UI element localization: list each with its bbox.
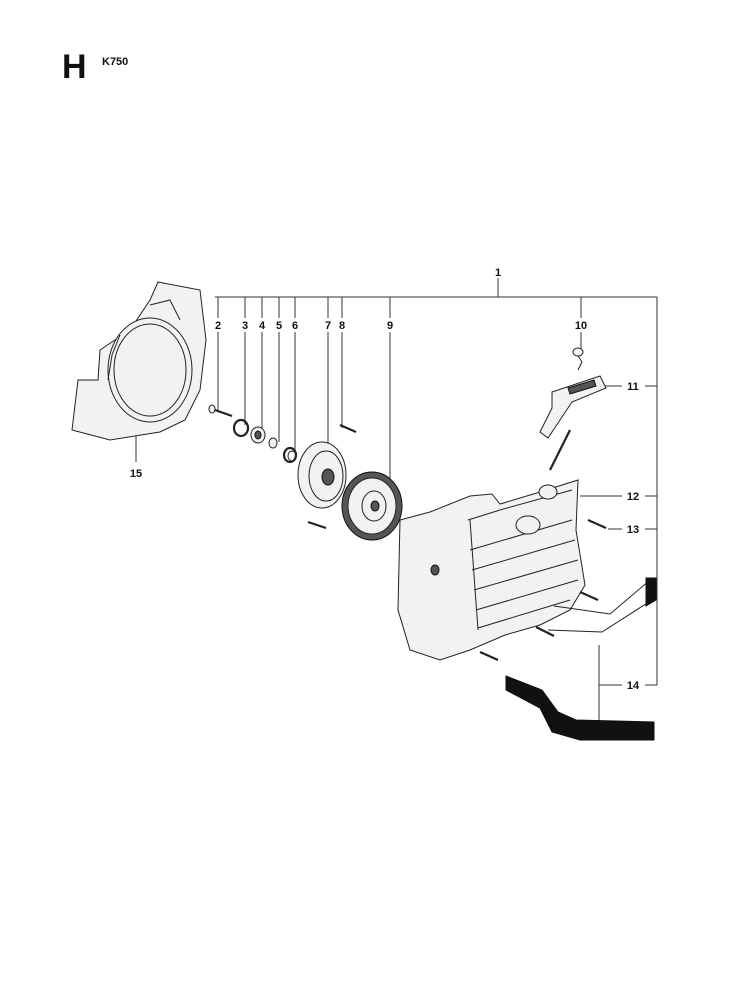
callout-7: 7 [325,320,331,332]
callout-14: 14 [627,680,640,692]
callout-9: 9 [387,320,393,332]
callout-6: 6 [292,320,298,332]
callout-4: 4 [259,320,266,332]
nut-part-5 [268,437,278,449]
starter-cover-part-12 [397,479,586,661]
callout-11: 11 [627,381,639,393]
callout-10: 10 [575,320,587,332]
fan-housing-cover [71,281,207,441]
model-name: K750 [102,56,129,68]
bushing-part-4 [250,426,266,444]
washer-part-3 [232,418,250,438]
callout-labels: 1 2 3 4 5 6 7 8 9 10 11 12 13 14 15 [130,267,640,692]
screw-part-8 [307,423,357,530]
callout-13: 13 [627,524,639,536]
starter-housing-part-9 [341,471,403,541]
callout-12: 12 [627,491,639,503]
starter-handle-part-11 [539,375,607,439]
screw-part-13 [479,518,607,662]
callout-15: 15 [130,468,142,480]
spring-part-6 [282,446,298,464]
leader-lines [135,278,658,722]
section-letter: H [62,48,87,86]
callout-3: 3 [242,320,248,332]
callout-5: 5 [276,320,282,332]
callout-2: 2 [215,320,221,332]
callout-1: 1 [495,267,501,279]
rope-part-10 [549,347,584,471]
callout-8: 8 [339,320,345,332]
screw-part-2 [208,404,233,418]
guard-bracket-part-14 [505,577,657,741]
rope-pulley-part-7 [297,441,347,509]
